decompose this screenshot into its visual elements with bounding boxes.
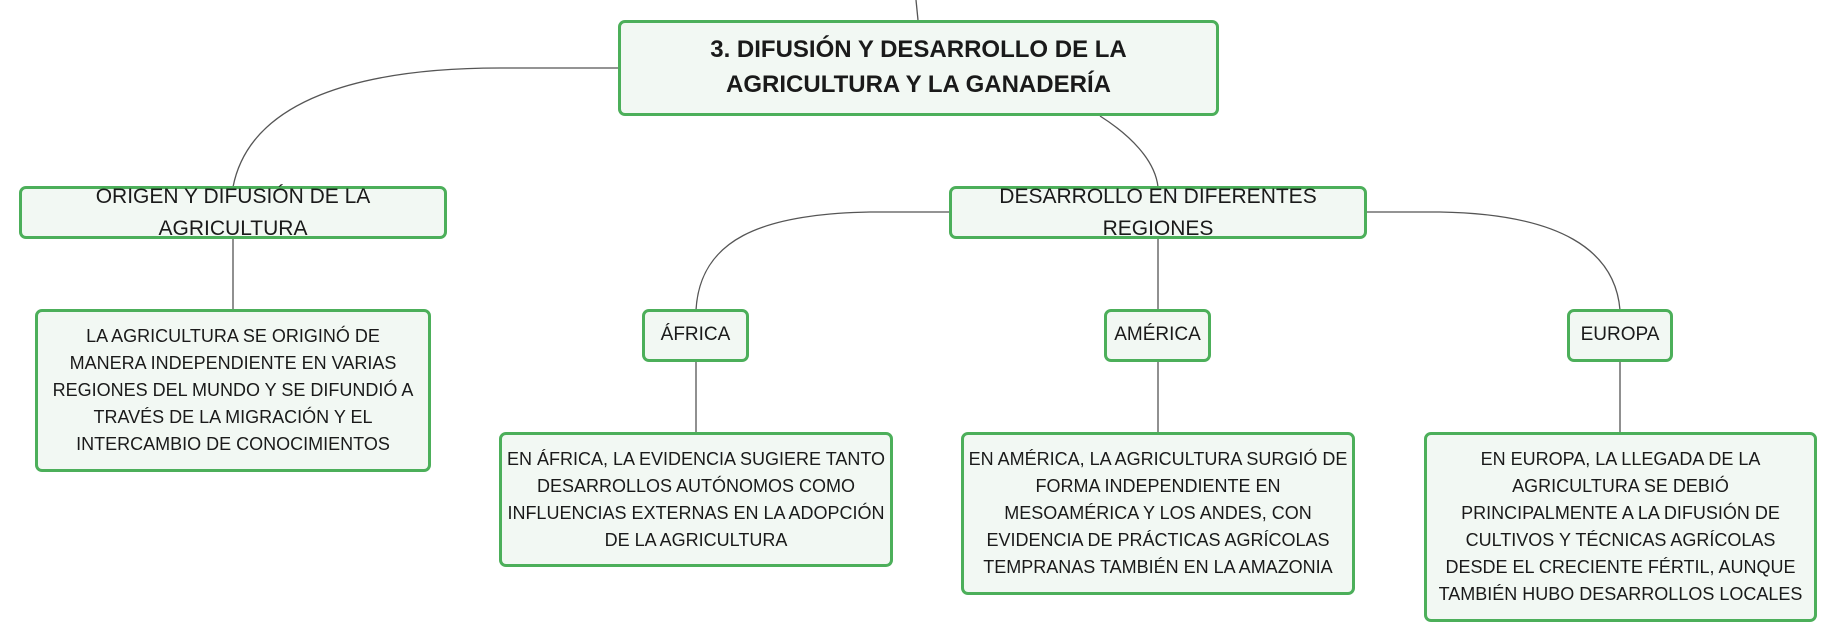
region-description-text-africa: EN ÁFRICA, LA EVIDENCIA SUGIERE TANTO DE…	[506, 448, 886, 550]
development-topic-title: DESARROLLO EN DIFERENTES REGIONES	[999, 185, 1317, 240]
origin-description-text: LA AGRICULTURA SE ORIGINÓ DE MANERA INDE…	[52, 326, 414, 454]
connector-development-to-africa	[695, 211, 949, 311]
region-name-america: AMÉRICA	[1114, 324, 1201, 346]
region-description-node-america[interactable]: EN AMÉRICA, LA AGRICULTURA SURGIÓ DE FOR…	[961, 432, 1355, 595]
region-description-node-africa[interactable]: EN ÁFRICA, LA EVIDENCIA SUGIERE TANTO DE…	[499, 432, 893, 567]
region-description-text-america: EN AMÉRICA, LA AGRICULTURA SURGIÓ DE FOR…	[968, 449, 1348, 577]
origin-topic-node[interactable]: ORIGEN Y DIFUSIÓN DE LA AGRICULTURA	[19, 185, 447, 240]
region-description-node-europa[interactable]: EN EUROPA, LA LLEGADA DE LA AGRICULTURA …	[1424, 432, 1817, 622]
development-topic-node[interactable]: DESARROLLO EN DIFERENTES REGIONES	[949, 185, 1367, 240]
connector-development-to-europa	[1367, 211, 1621, 311]
region-node-europa[interactable]: EUROPA	[1567, 309, 1673, 362]
region-name-africa: ÁFRICA	[660, 324, 731, 346]
connector-root-to-development	[1099, 115, 1159, 188]
region-node-africa[interactable]: ÁFRICA	[642, 309, 749, 362]
region-name-europa: EUROPA	[1580, 324, 1660, 346]
connector-root-to-origin	[232, 67, 618, 188]
root-topic-node[interactable]: 3. DIFUSIÓN Y DESARROLLO DE LA AGRICULTU…	[618, 20, 1219, 116]
origin-topic-title: ORIGEN Y DIFUSIÓN DE LA AGRICULTURA	[95, 185, 371, 240]
origin-description-node[interactable]: LA AGRICULTURA SE ORIGINÓ DE MANERA INDE…	[35, 309, 431, 472]
region-node-america[interactable]: AMÉRICA	[1104, 309, 1211, 362]
root-topic-title: 3. DIFUSIÓN Y DESARROLLO DE LA AGRICULTU…	[710, 36, 1127, 98]
connector-parent-to-root	[915, 0, 919, 21]
region-description-text-europa: EN EUROPA, LA LLEGADA DE LA AGRICULTURA …	[1438, 449, 1803, 604]
